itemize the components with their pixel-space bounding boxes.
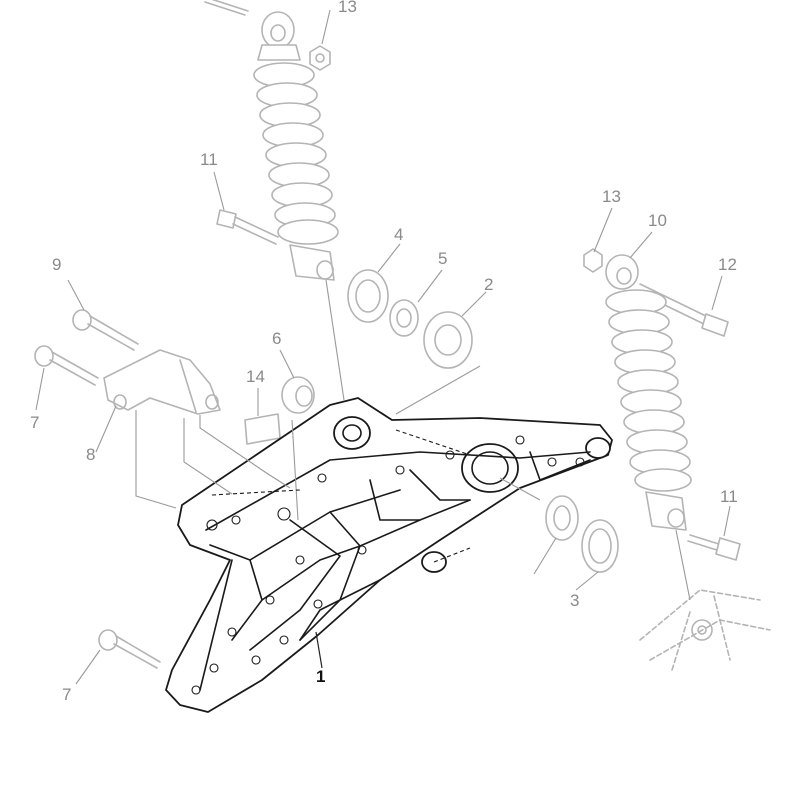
- callout-13-top: 13: [338, 0, 357, 16]
- bolt-7-upper: [34, 345, 99, 386]
- collar-5: [389, 299, 419, 337]
- bearing-2: [423, 311, 473, 369]
- callout-1: 1: [316, 667, 325, 686]
- callouts: 13 11 4 5 2 6 14 9 7 8 13 10 12 11 3 7 1: [30, 0, 738, 704]
- collar-near-3: [545, 495, 579, 541]
- right-spring: [605, 289, 692, 492]
- bolt-9: [72, 309, 139, 351]
- plate-8: [103, 349, 221, 415]
- bolt-7-lower: [98, 629, 161, 669]
- leader-lines: [35, 9, 731, 685]
- callout-10: 10: [648, 211, 667, 230]
- oil-seal-3: [581, 519, 619, 573]
- label-14: [244, 413, 281, 445]
- bolt-11-left: [216, 209, 279, 245]
- callout-13-right: 13: [602, 187, 621, 206]
- main-bracket: [165, 397, 613, 713]
- frame-mount-fragment: [639, 589, 771, 671]
- callout-7-upper: 7: [30, 413, 39, 432]
- callout-11-left: 11: [200, 150, 218, 169]
- callout-8: 8: [86, 445, 95, 464]
- oil-seal-4: [347, 269, 389, 323]
- left-spring: [253, 62, 339, 245]
- callout-5: 5: [438, 249, 447, 268]
- callout-9: 9: [52, 255, 61, 274]
- callout-6: 6: [272, 329, 281, 348]
- left-shock-absorber: [204, 0, 339, 281]
- collar-6: [281, 376, 315, 414]
- callout-11-right: 11: [720, 487, 738, 506]
- callout-12: 12: [718, 255, 737, 274]
- callout-14: 14: [246, 367, 265, 386]
- callout-4: 4: [394, 225, 403, 244]
- callout-2: 2: [484, 275, 493, 294]
- callout-3: 3: [570, 591, 579, 610]
- right-shock-absorber: [583, 248, 741, 561]
- callout-7-lower: 7: [62, 685, 71, 704]
